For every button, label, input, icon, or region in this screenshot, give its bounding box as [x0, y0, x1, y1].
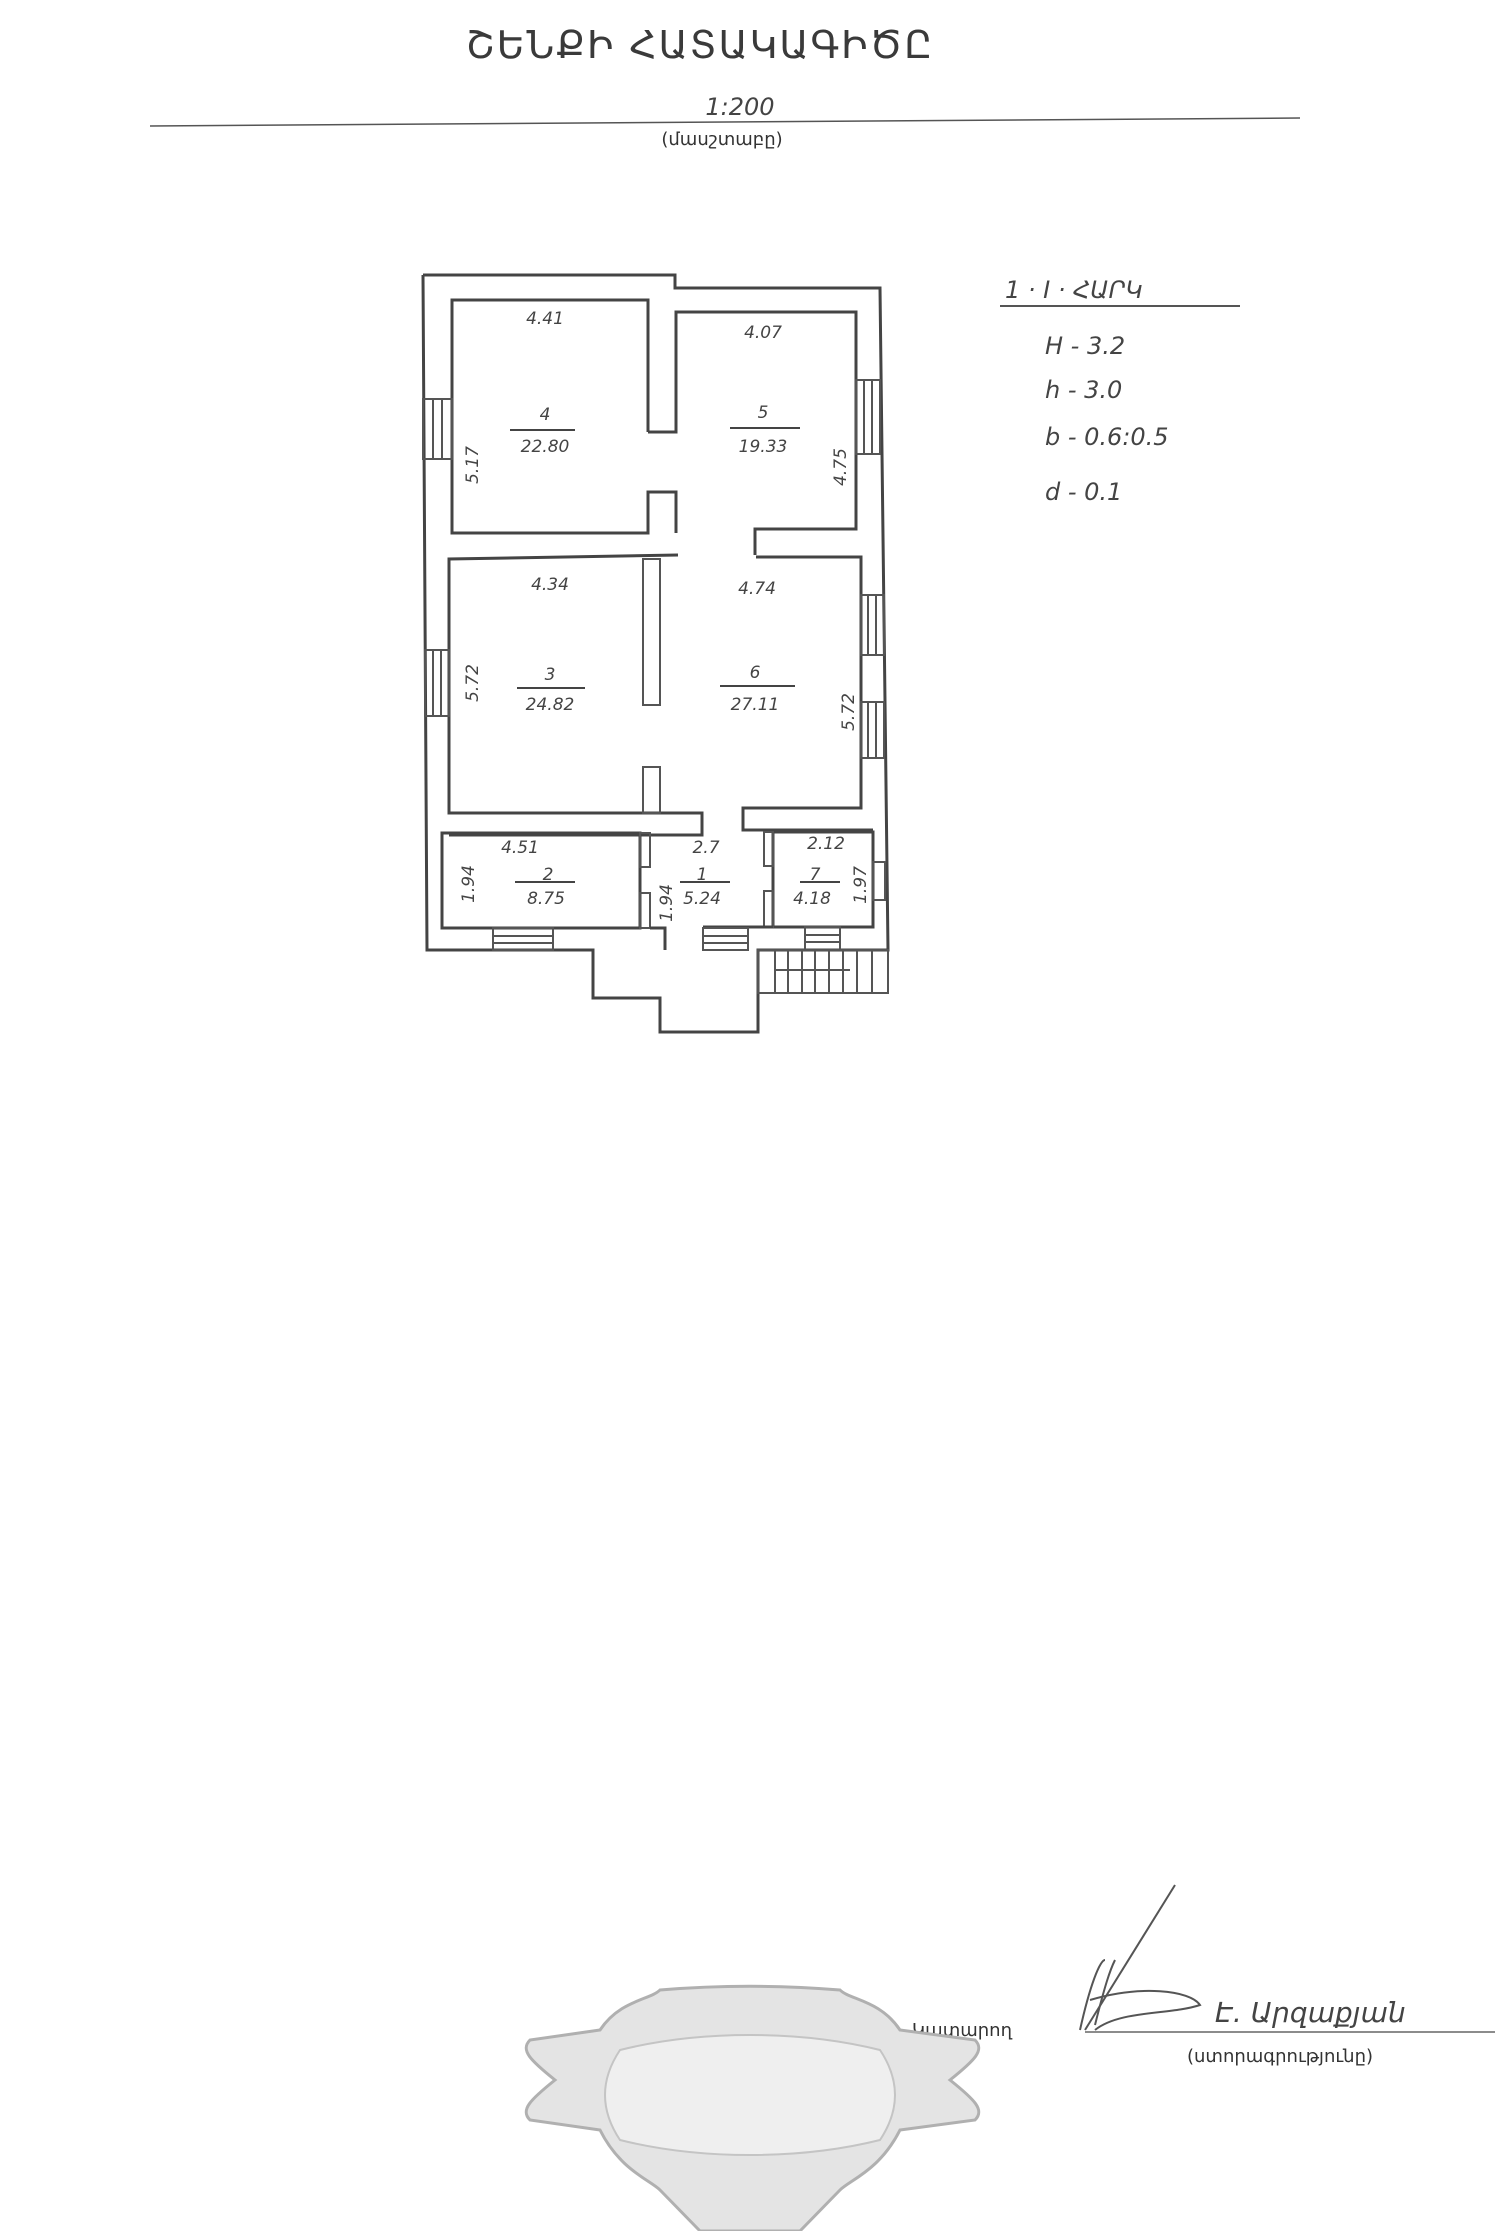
- svg-text:27.11: 27.11: [731, 695, 780, 715]
- partition-3-6-upper: [642, 558, 661, 706]
- signature-name: Է. Արզաքյան: [1215, 1996, 1406, 2029]
- svg-text:5.24: 5.24: [683, 889, 721, 909]
- svg-text:5.72: 5.72: [839, 693, 859, 731]
- partition-3-6-lower: [642, 766, 661, 814]
- svg-text:2.7: 2.7: [692, 838, 719, 858]
- room-1-walls: [650, 926, 667, 950]
- note-line: H - 3.2: [1045, 332, 1125, 360]
- svg-text:22.80: 22.80: [521, 437, 570, 457]
- signature-block: Կատարող Է. Արզաքյան (ստորագրությունը): [912, 1884, 1495, 2067]
- svg-text:4.07: 4.07: [744, 323, 782, 343]
- svg-text:4.75: 4.75: [831, 448, 851, 486]
- svg-text:6: 6: [750, 663, 761, 683]
- svg-text:7: 7: [810, 865, 821, 885]
- partition-1-7a: [763, 831, 774, 867]
- svg-text:1.97: 1.97: [851, 866, 871, 904]
- room-3-walls: [447, 553, 704, 837]
- svg-text:3: 3: [545, 665, 556, 685]
- svg-text:4: 4: [540, 405, 551, 425]
- svg-text:4.34: 4.34: [531, 575, 569, 595]
- svg-text:24.82: 24.82: [526, 695, 575, 715]
- svg-text:2.12: 2.12: [807, 834, 845, 854]
- room-3-label: 3 24.82 4.34 5.72: [463, 575, 585, 715]
- svg-text:1.94: 1.94: [459, 865, 479, 903]
- scale-caption: (մասշտաբը): [661, 129, 782, 150]
- svg-text:1.94: 1.94: [657, 884, 677, 922]
- floor-notes: 1 · I · ՀԱՐԿ H - 3.2 h - 3.0 b - 0.6:0.5…: [1000, 276, 1240, 506]
- signature-scribble: [1079, 1884, 1202, 2031]
- svg-text:2: 2: [543, 865, 554, 885]
- svg-text:4.51: 4.51: [501, 838, 539, 858]
- svg-text:5.72: 5.72: [463, 664, 483, 702]
- scale-value: 1:200: [705, 93, 774, 121]
- svg-text:4.74: 4.74: [738, 579, 776, 599]
- outer-wall: [421, 273, 890, 1034]
- room-5-label: 5 19.33 4.07 4.75: [730, 323, 851, 486]
- room-6-walls: [741, 555, 873, 832]
- stamp-ornament-icon: [524, 1984, 981, 2231]
- header-rule: [149, 117, 1301, 127]
- partition-2-1b: [639, 892, 651, 929]
- stairs: [757, 949, 889, 994]
- room-2-label: 2 8.75 4.51 1.94: [459, 838, 575, 909]
- svg-text:5: 5: [758, 403, 769, 423]
- room-4-walls: [450, 298, 678, 535]
- svg-text:1: 1: [697, 865, 708, 885]
- room-7-label: 7 4.18 2.12 1.97: [793, 834, 871, 909]
- partition-2-1a: [639, 832, 651, 868]
- note-line: h - 3.0: [1045, 376, 1122, 404]
- room-6-label: 6 27.11 4.74 5.72: [720, 579, 859, 731]
- floor-plan: 4 22.80 4.41 5.17 5 19.33 4.07 4.75 3 24…: [421, 273, 890, 1034]
- note-line: b - 0.6:0.5: [1045, 423, 1169, 451]
- page-title: ՇԵՆՔԻ ՀԱՏԱԿԱԳԻԾԸ: [466, 23, 934, 67]
- svg-text:19.33: 19.33: [739, 437, 788, 457]
- svg-text:4.18: 4.18: [793, 889, 831, 909]
- svg-text:4.41: 4.41: [526, 309, 564, 329]
- svg-text:8.75: 8.75: [527, 889, 565, 909]
- svg-text:5.17: 5.17: [463, 446, 483, 484]
- floor-label: 1 · I · ՀԱՐԿ: [1005, 276, 1143, 304]
- room-4-label: 4 22.80 4.41 5.17: [463, 309, 575, 484]
- room-1-label: 1 5.24 2.7 1.94: [657, 838, 730, 922]
- windows: [422, 379, 886, 951]
- room-5-walls: [648, 310, 858, 555]
- note-line: d - 0.1: [1045, 478, 1122, 506]
- signature-caption: (ստորագրությունը): [1187, 2046, 1373, 2067]
